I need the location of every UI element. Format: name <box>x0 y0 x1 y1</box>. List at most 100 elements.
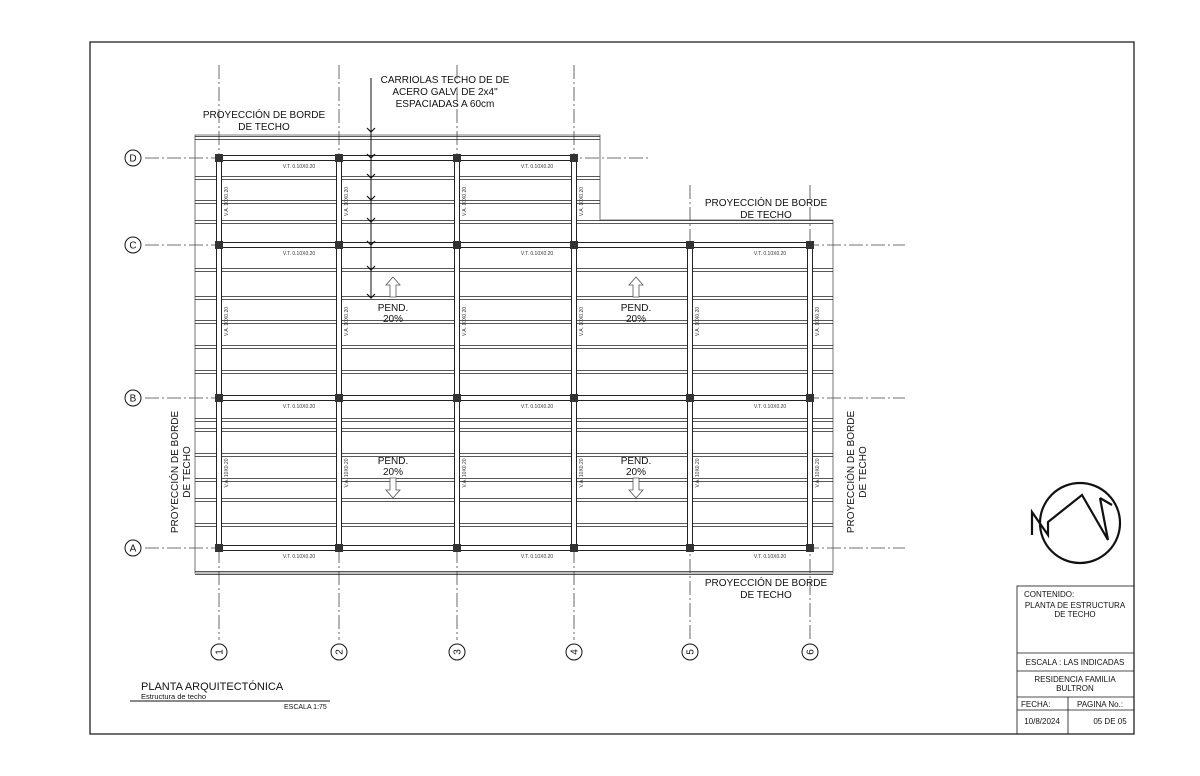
grid-col-label: 6 <box>806 649 817 655</box>
slope-label: PEND. <box>378 456 409 467</box>
edge-label: PROYECCIÓN DE BORDE <box>168 411 181 534</box>
column <box>335 241 343 249</box>
edge-label: PROYECCIÓN DE BORDE <box>844 411 857 534</box>
edge-label: DE TECHO <box>182 446 193 498</box>
date-value: 10/8/2024 <box>1024 717 1060 726</box>
beam-va-label: V.A. 10X0.20 <box>579 458 585 487</box>
beam-vt-label: V.T. 0.10X0.20 <box>521 251 554 257</box>
beam-va-label: V.A. 10X0.20 <box>462 187 468 216</box>
column <box>686 394 694 402</box>
drawing-scale: ESCALA 1:75 <box>284 704 327 711</box>
beam-vt-label: V.T. 0.10X0.20 <box>283 251 316 257</box>
beam-va-label: V.A. 10X0.20 <box>695 458 701 487</box>
grid-row-label: A <box>130 544 137 555</box>
project-text: RESIDENCIA FAMILIA <box>1034 675 1116 684</box>
column <box>335 394 343 402</box>
beam-va-label: V.A. 10X0.20 <box>815 307 821 336</box>
beam-vt-label: V.T. 0.10X0.20 <box>521 404 554 410</box>
column <box>570 544 578 552</box>
slope-value: 20% <box>383 314 403 325</box>
column <box>570 241 578 249</box>
slope-label: PEND. <box>621 303 652 314</box>
arrow-chevron-icon <box>366 173 376 179</box>
grid-bubble <box>681 643 699 661</box>
slope-markers: PEND.20%PEND.20%PEND.20%PEND.20% <box>378 276 652 499</box>
arrow-chevron-icon <box>366 153 376 159</box>
column <box>215 394 223 402</box>
grid-col-label: 5 <box>686 649 697 655</box>
grid-col-label: 3 <box>453 649 464 655</box>
grid-bubble <box>330 643 348 661</box>
roof-outline <box>194 134 834 574</box>
beam-va-label: V.A. 10X0.20 <box>579 187 585 216</box>
column <box>570 154 578 162</box>
beam-va-label: V.A. 10X0.20 <box>224 307 230 336</box>
beam-va-label: V.A. 10X0.20 <box>695 307 701 336</box>
scale-text: ESCALA : LAS INDICADAS <box>1026 658 1125 667</box>
purlin-note: CARRIOLAS TECHO DE DE ACERO GALV. DE 2x4… <box>366 75 510 299</box>
grid-bubble <box>124 539 142 557</box>
beam-vt-label: V.T. 0.10X0.20 <box>283 554 316 560</box>
purlins <box>195 136 833 575</box>
content-label: CONTENIDO: <box>1024 590 1074 599</box>
grid-bubble <box>448 643 466 661</box>
slope-value: 20% <box>383 467 403 478</box>
edge-label: PROYECCIÓN DE BORDE <box>705 196 828 209</box>
column <box>686 241 694 249</box>
note-line: ESPACIADAS A 60cm <box>396 99 495 110</box>
column <box>335 544 343 552</box>
beam-va-label: V.A. 10X0.20 <box>344 187 350 216</box>
title-block <box>1016 585 1135 735</box>
grid-bubble <box>124 389 142 407</box>
slope-label: PEND. <box>378 303 409 314</box>
beam-vt-label: V.T. 0.10X0.20 <box>521 164 554 170</box>
column <box>453 154 461 162</box>
column <box>686 544 694 552</box>
grid-bubble <box>210 643 228 661</box>
beam-va <box>336 157 342 549</box>
grid-col-label: 1 <box>215 649 226 655</box>
project-text: BULTRON <box>1056 684 1094 693</box>
beam-va-label: V.A. 10X0.20 <box>579 307 585 336</box>
leader-arrows <box>366 127 376 299</box>
column <box>806 544 814 552</box>
beam-vt <box>216 545 813 551</box>
page-value: 05 DE 05 <box>1093 717 1127 726</box>
edge-label: PROYECCIÓN DE BORDE <box>705 576 828 589</box>
edge-label: DE TECHO <box>740 590 792 601</box>
column <box>215 241 223 249</box>
date-label: FECHA: <box>1021 700 1050 709</box>
column <box>806 241 814 249</box>
arrow-chevron-icon <box>366 265 376 271</box>
arrow-chevron-icon <box>366 127 376 133</box>
grid-bubble <box>124 236 142 254</box>
arrow-down-icon <box>385 477 401 499</box>
beam-va-label: V.A. 10X0.20 <box>462 307 468 336</box>
column <box>335 154 343 162</box>
column <box>453 394 461 402</box>
slope-value: 20% <box>626 467 646 478</box>
beam-va-label: V.A. 10X0.20 <box>224 458 230 487</box>
arrow-chevron-icon <box>366 293 376 299</box>
arrow-down-icon <box>628 477 644 499</box>
slope-label: PEND. <box>621 456 652 467</box>
beam-vt-label: V.T. 0.10X0.20 <box>521 554 554 560</box>
column <box>453 241 461 249</box>
grid-bubble <box>565 643 583 661</box>
edge-label: DE TECHO <box>238 122 290 133</box>
edge-label: DE TECHO <box>740 210 792 221</box>
beam-vt-label: V.T. 0.10X0.20 <box>283 164 316 170</box>
beam-va-label: V.A. 10X0.20 <box>815 458 821 487</box>
grid-row-label: B <box>130 394 137 405</box>
beam-va <box>454 157 460 549</box>
beam-va <box>571 157 577 549</box>
slope-value: 20% <box>626 314 646 325</box>
column <box>453 544 461 552</box>
edge-label: DE TECHO <box>858 446 869 498</box>
grid-row-label: C <box>129 241 136 252</box>
content-text: PLANTA DE ESTRUCTURA <box>1025 601 1126 610</box>
beam-va-label: V.A. 10X0.20 <box>224 187 230 216</box>
grid-col-label: 2 <box>335 649 346 655</box>
